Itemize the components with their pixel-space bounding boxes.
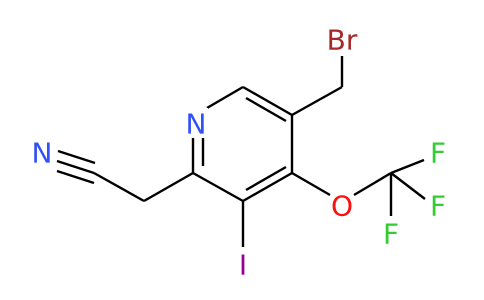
atom-br: Br xyxy=(327,24,358,57)
atom-f1: F xyxy=(430,137,446,170)
bonds xyxy=(56,56,426,247)
atom-f3: F xyxy=(383,218,399,251)
atom-labels: N N Br O I F F F xyxy=(32,24,447,282)
atom-n-nitrile: N xyxy=(32,137,53,170)
ring-n-backdrop xyxy=(182,108,208,138)
atom-i: I xyxy=(239,249,247,282)
bond-c2-ch2 xyxy=(143,171,194,203)
bond-n-c6 xyxy=(206,85,244,110)
bond-c3-c2 xyxy=(192,171,244,203)
bond-c6-c5 xyxy=(242,85,293,117)
bond-cf3-f1 xyxy=(390,158,425,175)
bond-ch2-cn xyxy=(93,171,145,203)
bond-nitrile-1 xyxy=(56,159,95,175)
bond-nitrile-2 xyxy=(56,169,95,185)
bond-cf3-f2 xyxy=(390,172,426,200)
bond-nitrile-3 xyxy=(57,149,96,165)
bond-c4-c3 xyxy=(242,171,293,203)
bond-o-cf3 xyxy=(353,171,392,197)
bond-c5-ch2 xyxy=(291,85,343,117)
atom-n-ring: N xyxy=(186,108,207,141)
atom-o: O xyxy=(331,190,353,223)
atom-f2: F xyxy=(430,190,446,223)
bond-c4-c3-inner xyxy=(245,165,287,192)
bond-c6-c5-inner xyxy=(245,96,287,123)
bond-c4-o xyxy=(291,171,331,197)
